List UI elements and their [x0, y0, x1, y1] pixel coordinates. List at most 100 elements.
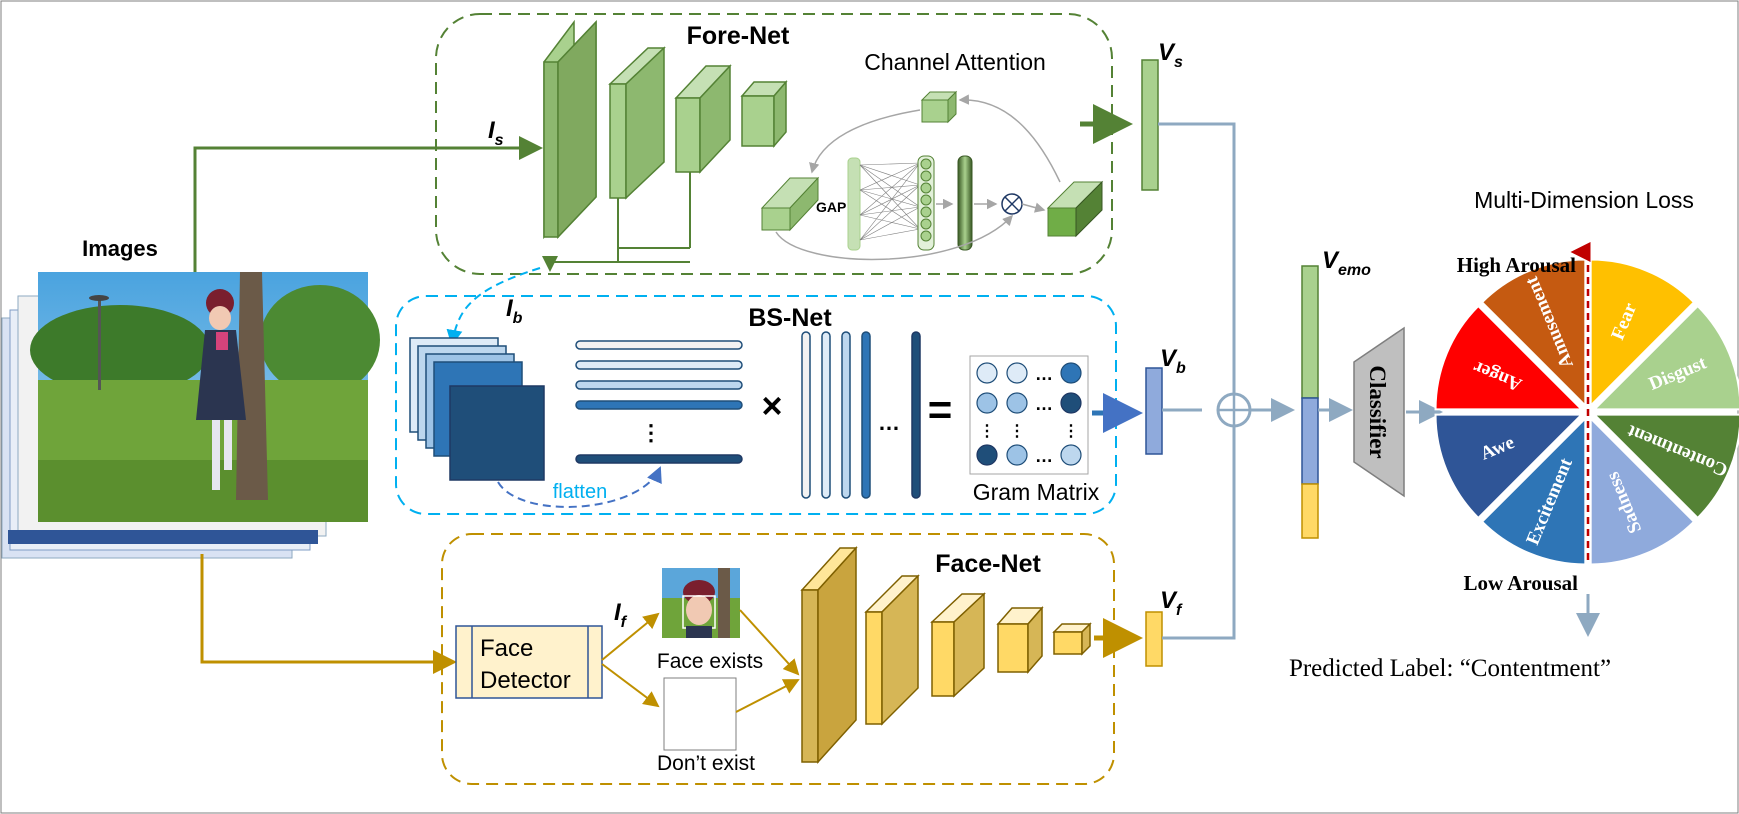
gram-matrix-label: Gram Matrix [973, 479, 1100, 505]
face-detector-label-2: Detector [480, 667, 571, 694]
transposed-columns [801, 331, 921, 499]
sample-image [30, 272, 380, 522]
ca-arrow-3 [1021, 202, 1046, 213]
vs-label: Vs [1158, 39, 1183, 71]
times-symbol: × [761, 385, 782, 426]
equals-symbol: = [928, 386, 953, 433]
gram-matrix [969, 355, 1089, 475]
image-stack-edge [8, 530, 318, 544]
face-detector-label-1: Face [480, 635, 533, 662]
gram-hdots-2: … [1035, 394, 1053, 414]
gram-hdots-3: … [1035, 446, 1053, 466]
wheel-sector-disgust [1592, 304, 1739, 411]
columns-hdots: … [878, 410, 900, 435]
ca-top-return-arrow [958, 94, 1061, 183]
channel-attention-title: Channel Attention [864, 49, 1046, 75]
bs-net-title: BS-Net [748, 304, 832, 332]
flattened-rows [575, 340, 743, 464]
vb-vector: Vb [1145, 345, 1186, 455]
ca-residual-arrow [775, 214, 1014, 261]
fore-skip-output-arrow [542, 256, 690, 272]
vemo-segment-b [1301, 397, 1319, 485]
feature-map-stack [409, 337, 545, 481]
classifier-label: Classifier [1365, 365, 1390, 458]
face-conv-block-2 [864, 574, 920, 726]
rows-vdots: ⋮ [640, 420, 662, 445]
images-stack: Images [1, 236, 380, 559]
gap-label: GAP [816, 199, 846, 215]
fore-conv-block-3 [674, 64, 732, 174]
ca-output-cube [1046, 180, 1104, 238]
wheel-sector-awe [1434, 413, 1584, 520]
face-exists-label: Face exists [657, 650, 763, 673]
vemo-segment-f [1301, 483, 1319, 539]
multi-dimension-loss-title: Multi-Dimension Loss [1474, 187, 1694, 213]
face-net-module: Face-Net Face Detector If Face exists Do… [200, 533, 1143, 785]
face-net-input-arrow [200, 554, 457, 674]
fore-conv-block-4 [740, 79, 788, 149]
channel-attention: GAP [760, 90, 1104, 261]
face-crop-image [662, 568, 740, 638]
concat-icon [1216, 392, 1252, 428]
noface-to-cnn-arrow [735, 679, 800, 713]
vemo-vector: Vemo [1301, 247, 1371, 539]
bs-net-module: BS-Net Ib flatten ⋮ × [395, 267, 1143, 515]
vemo-segment-s [1301, 265, 1319, 399]
fore-net-input-arrow [193, 136, 543, 272]
gram-vdots-3: ⋮ [1063, 423, 1079, 440]
face-conv-block-3 [930, 592, 986, 698]
no-face-image [663, 677, 737, 751]
vf-label: Vf [1160, 587, 1183, 619]
ca-fc-lines [859, 162, 921, 241]
if-label: If [614, 599, 628, 631]
fusion-connectors [1158, 122, 1295, 640]
vb-label: Vb [1160, 345, 1186, 377]
bs-input-arrow [446, 267, 541, 346]
fore-conv-block-1 [543, 19, 597, 240]
flatten-arrow [497, 466, 662, 508]
images-label: Images [82, 236, 158, 261]
fore-skip-lines [617, 172, 691, 249]
ca-top-to-input-arrow [809, 109, 921, 174]
ib-label: Ib [506, 295, 523, 327]
ca-top-cube [920, 90, 958, 124]
vf-vector: Vf [1145, 587, 1183, 667]
face-to-cnn-arrow [739, 609, 800, 676]
ca-input-cube [760, 176, 820, 232]
classifier-block: Classifier [1353, 326, 1405, 498]
face-net-box [441, 533, 1115, 785]
wheel-sector-sadness [1589, 416, 1696, 566]
wheel-sector-contentment [1592, 413, 1739, 520]
vf-to-concat-line [1162, 424, 1236, 640]
vemo-label: Vemo [1322, 247, 1371, 279]
ca-weights-bar [957, 155, 973, 251]
detector-to-noface-arrow [601, 663, 660, 708]
flatten-label: flatten [553, 481, 607, 503]
fore-net-box [435, 13, 1113, 275]
low-arousal-label: Low Arousal [1463, 571, 1578, 595]
no-face-label: Don’t exist [657, 752, 755, 775]
predicted-label: Predicted Label: “Contentment” [1289, 655, 1611, 682]
fore-net-module: Fore-Net Channel Attention Is [193, 13, 1133, 275]
fore-conv-block-2 [608, 46, 666, 200]
fore-net-title: Fore-Net [687, 22, 790, 50]
face-conv-block-1 [800, 546, 858, 764]
multiply-icon [1001, 193, 1023, 215]
face-detector-box: Face Detector [455, 625, 603, 699]
face-net-title: Face-Net [935, 550, 1041, 578]
wheel-sector-anger [1434, 304, 1584, 411]
vs-vector: Vs [1141, 39, 1183, 191]
high-arousal-label: High Arousal [1457, 253, 1576, 277]
face-conv-block-5 [1052, 622, 1092, 656]
gram-hdots-1: … [1035, 364, 1053, 384]
ca-gap-vector [847, 157, 861, 251]
gram-vdots-1: ⋮ [979, 423, 995, 440]
wheel-sector-fear [1589, 258, 1696, 408]
wheel-sector-excitement [1480, 416, 1587, 566]
ca-fc-nodes [920, 158, 932, 242]
detector-to-face-arrow [601, 612, 660, 661]
vs-to-concat-line [1158, 122, 1236, 396]
